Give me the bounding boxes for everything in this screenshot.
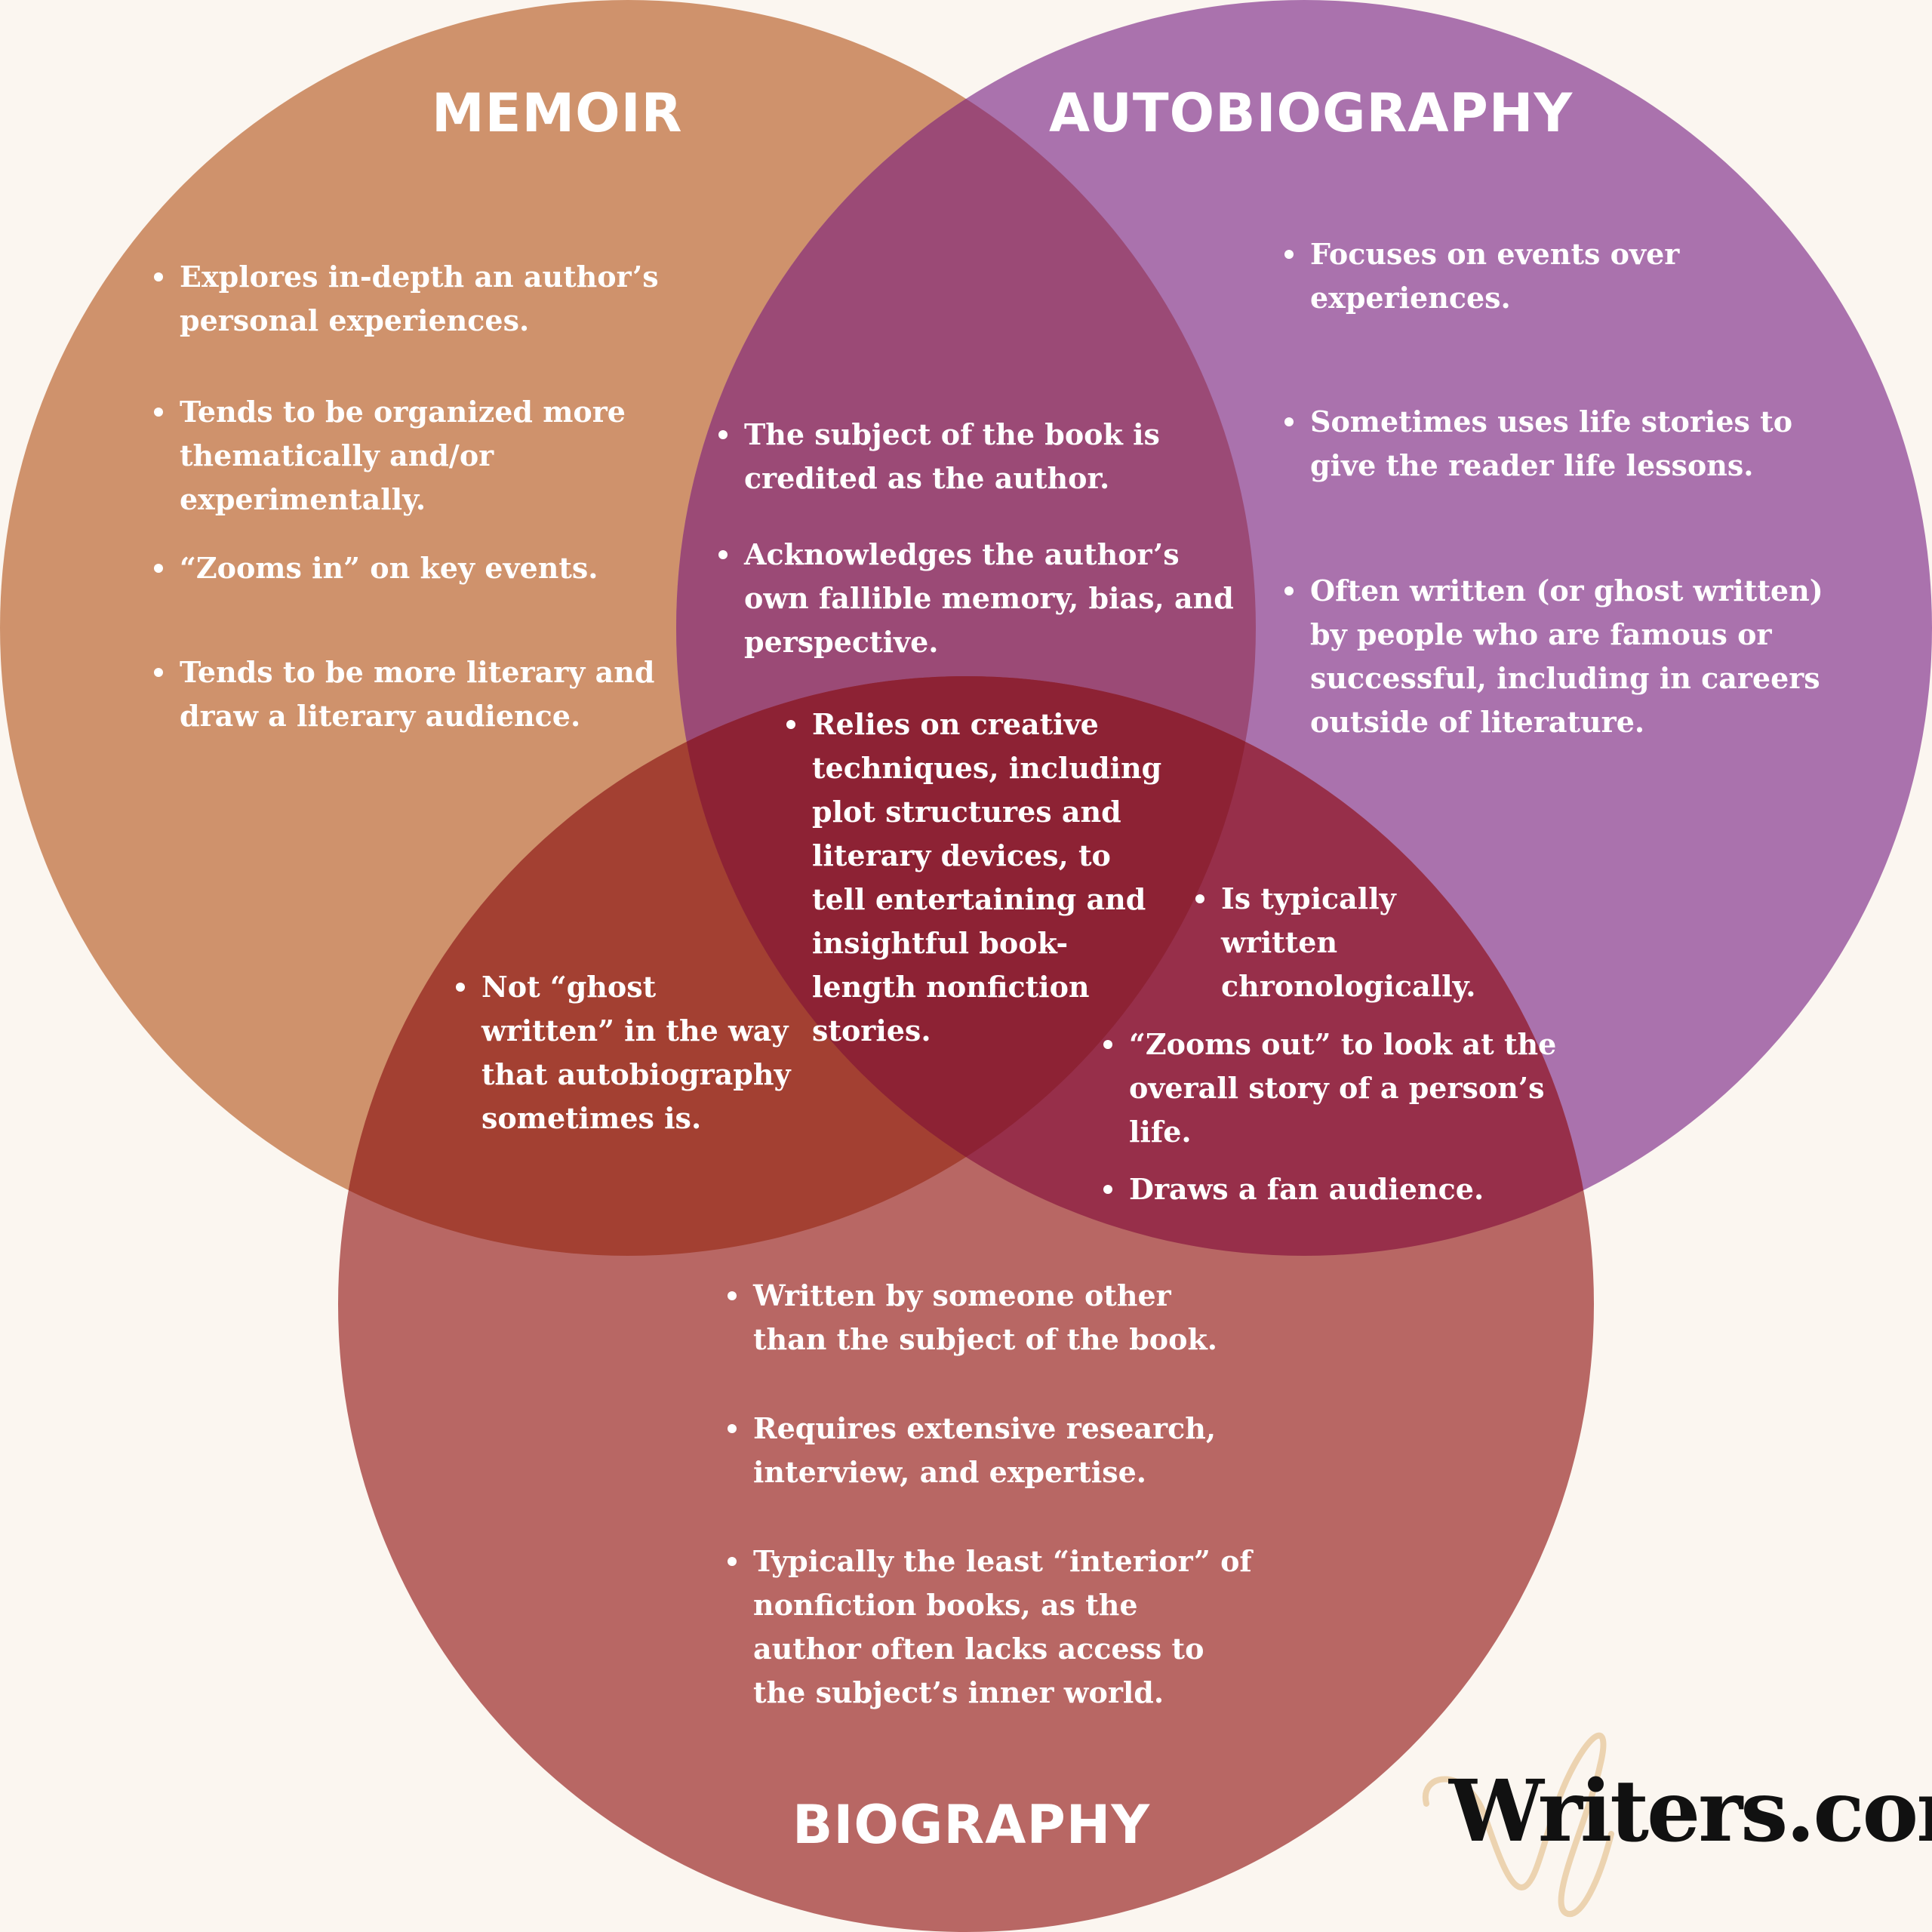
list-item: Requires extensive research, interview, … bbox=[726, 1407, 1254, 1494]
list-item: Explores in-depth an author’s personal e… bbox=[152, 255, 696, 343]
list-item: The subject of the book is credited as t… bbox=[717, 413, 1245, 500]
list-item: Is typically written chronologically. bbox=[1194, 877, 1475, 1008]
list-item: Tends to be organized more thematically … bbox=[152, 390, 696, 521]
autobiography-title: AUTOBIOGRAPHY bbox=[1049, 82, 1574, 144]
list-item: Sometimes uses life stories to give the … bbox=[1283, 400, 1826, 488]
list-item: “Zooms out” to look at the overall story… bbox=[1102, 1023, 1562, 1154]
list-item: Tends to be more literary and draw a lit… bbox=[152, 651, 696, 738]
logo-flourish bbox=[1422, 1732, 1614, 1918]
memoir-title: MEMOIR bbox=[432, 82, 683, 144]
memoir-biography-overlap bbox=[338, 676, 1256, 1256]
autobiography-biography-overlap bbox=[676, 676, 1594, 1256]
list-item: Not “ghost written” in the way that auto… bbox=[454, 965, 794, 1140]
list-item: “Zooms in” on key events. bbox=[152, 546, 696, 590]
list-item: Relies on creative techniques, including… bbox=[785, 703, 1162, 1053]
memoir-autobiography-list: The subject of the book is credited as t… bbox=[717, 413, 1245, 664]
list-item: Draws a fan audience. bbox=[1102, 1168, 1562, 1211]
autobiography-biography-list: Is typically written chronologically. bbox=[1194, 877, 1475, 1008]
logo-mark-icon bbox=[1422, 1732, 1614, 1918]
autobiography-biography-list-lower: “Zooms out” to look at the overall story… bbox=[1102, 1023, 1562, 1211]
list-item: Typically the least “interior” of nonfic… bbox=[726, 1540, 1254, 1715]
biography-list: Written by someone other than the subjec… bbox=[726, 1274, 1254, 1715]
list-item: Acknowledges the author’s own fallible m… bbox=[717, 533, 1245, 664]
center-list: Relies on creative techniques, including… bbox=[785, 703, 1162, 1053]
list-item: Often written (or ghost written) by peop… bbox=[1283, 569, 1826, 744]
list-item: Written by someone other than the subjec… bbox=[726, 1274, 1254, 1361]
memoir-biography-list: Not “ghost written” in the way that auto… bbox=[454, 965, 794, 1140]
biography-title: BIOGRAPHY bbox=[792, 1794, 1151, 1856]
memoir-list: Explores in-depth an author’s personal e… bbox=[152, 255, 696, 738]
list-item: Focuses on events over experiences. bbox=[1283, 232, 1826, 320]
autobiography-list: Focuses on events over experiences. Some… bbox=[1283, 232, 1826, 744]
logo-text: Writers.com bbox=[1449, 1762, 1932, 1861]
